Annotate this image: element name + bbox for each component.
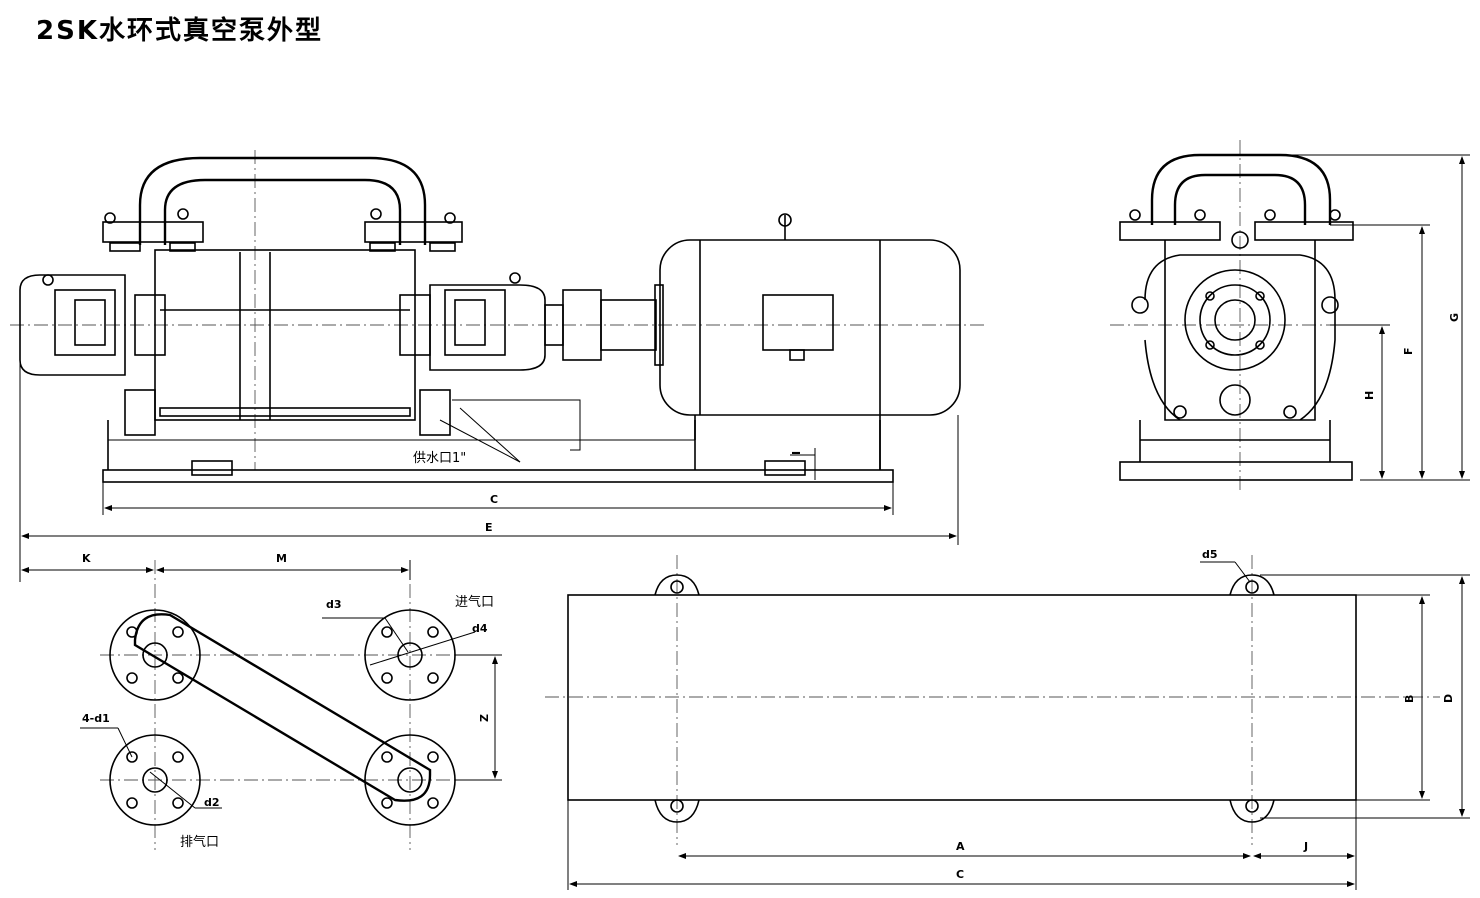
drawing-title: 2SK水环式真空泵外型: [36, 16, 323, 46]
dim-d-label: D: [1442, 694, 1455, 703]
outlet-label: 排气口: [180, 834, 219, 850]
dim-f-label: F: [1402, 347, 1415, 355]
dim-e-label: E: [485, 521, 493, 534]
dim-k-label: K: [82, 552, 91, 565]
d3-label: d3: [326, 598, 342, 611]
base-plan-view: d5 B D A J C: [545, 548, 1470, 890]
end-view: G F H: [1110, 140, 1470, 490]
flange-view: K M d3 d4 进气口 4-d1 d2 排气口: [19, 545, 502, 850]
side-view: 供水口1" I C E: [10, 150, 985, 545]
dim-g-label: G: [1448, 313, 1461, 322]
water-supply-label: 供水口1": [413, 451, 466, 466]
dim-a-label: A: [956, 840, 965, 853]
dim-c-side-label: C: [490, 493, 498, 506]
dim-i-label: I: [790, 451, 803, 455]
dim-b-label: B: [1403, 695, 1416, 703]
d2-label: d2: [204, 796, 220, 809]
d4-label: d4: [472, 622, 488, 635]
d1-label: 4-d1: [82, 712, 110, 725]
dim-h-label: H: [1363, 391, 1376, 400]
dim-c-base-label: C: [956, 868, 964, 881]
inlet-label: 进气口: [455, 594, 494, 610]
dim-m-label: M: [276, 552, 287, 565]
d5-label: d5: [1202, 548, 1218, 561]
dim-z-label: Z: [478, 714, 491, 722]
dim-j-label: J: [1303, 840, 1308, 853]
